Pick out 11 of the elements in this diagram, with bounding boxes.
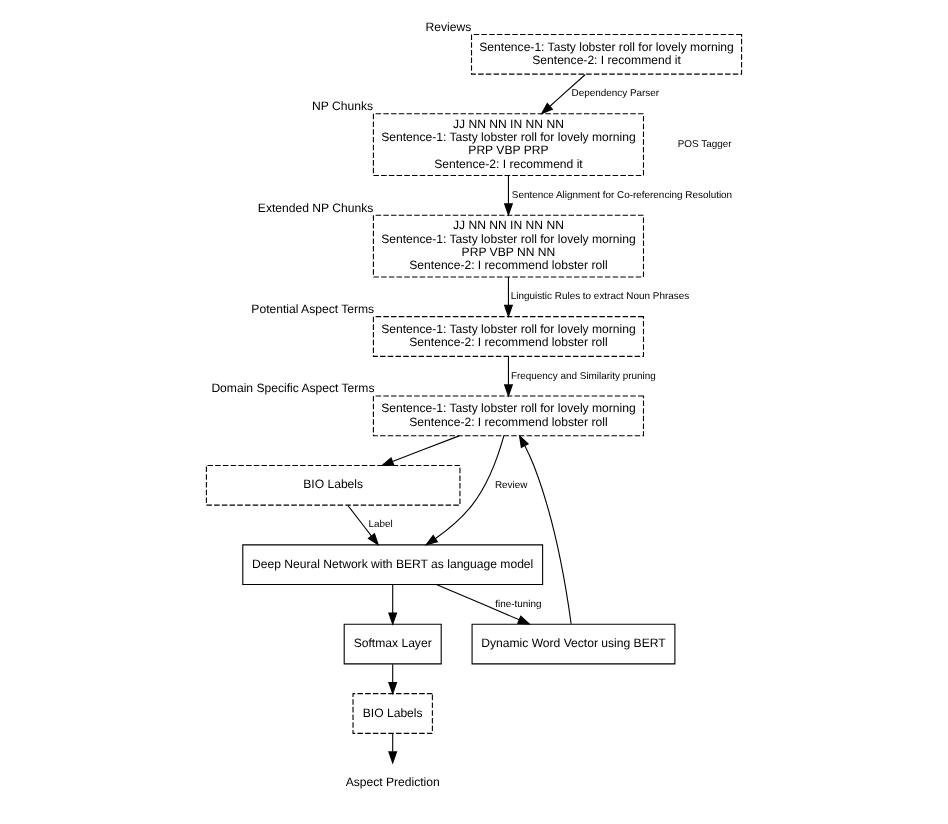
arrow xyxy=(424,435,505,546)
arrow xyxy=(388,663,398,696)
arrow xyxy=(503,356,514,398)
arrow xyxy=(540,74,586,115)
arrow xyxy=(388,584,398,626)
arrow xyxy=(380,435,460,467)
arrow xyxy=(518,434,572,625)
arrow xyxy=(436,584,531,625)
arrow xyxy=(503,175,514,217)
arrow xyxy=(503,276,514,318)
arrow xyxy=(347,504,380,547)
